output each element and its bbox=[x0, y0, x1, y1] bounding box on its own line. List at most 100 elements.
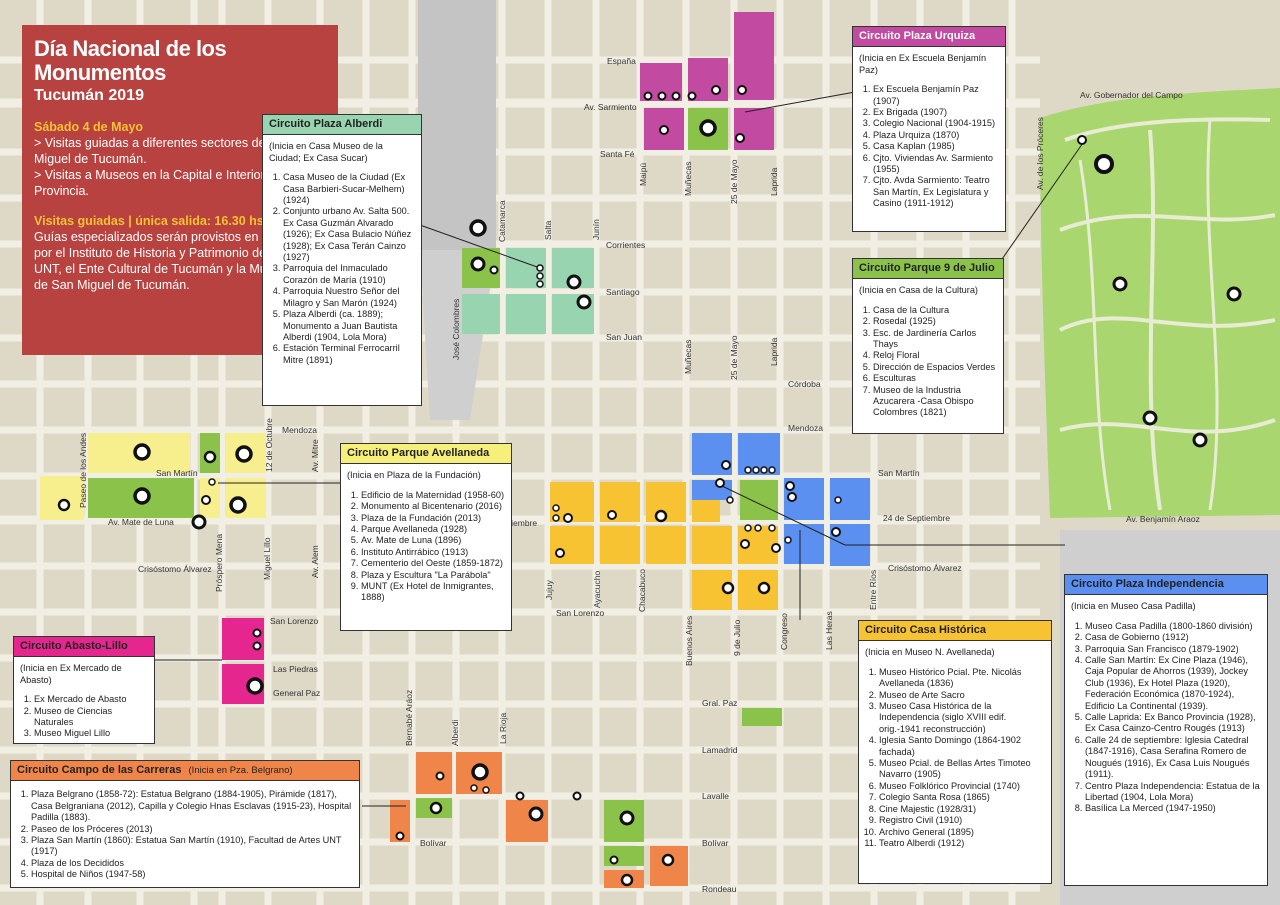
circuit-title: Circuito Casa Histórica bbox=[859, 621, 1051, 642]
circuit-list-item: Museo Casa Histórica de la Independencia… bbox=[879, 701, 1045, 735]
circuit-list-item: Ex Mercado de Abasto bbox=[34, 694, 148, 705]
circuit-list-item: Casa de Gobierno (1912) bbox=[1085, 632, 1261, 643]
street-santa-fe: Santa Fé bbox=[600, 149, 635, 159]
circuit-list-item: Basílica La Merced (1947-1950) bbox=[1085, 803, 1261, 814]
street-laprida-n: Laprida bbox=[769, 167, 779, 196]
circuit-list-item: Reloj Floral bbox=[873, 350, 997, 361]
circuit-intro: (Inicia en Casa de la Cultura) bbox=[859, 285, 978, 296]
street-congreso: Congreso bbox=[779, 613, 789, 650]
circuit-list-item: Edificio de la Maternidad (1958-60) bbox=[361, 490, 505, 501]
circuit-list-item: Casa Kaplan (1985) bbox=[873, 141, 999, 152]
circuit-list-item: Plaza de los Decididos bbox=[31, 858, 353, 869]
street-av-proceres: Av. de los Próceres bbox=[1035, 117, 1045, 190]
circuit-list-item: Calle 24 de septiembre: Iglesia Catedral… bbox=[1085, 735, 1261, 781]
circuit-list-item: Museo de Ciencias Naturales bbox=[34, 706, 148, 729]
circuit-list-item: Casa Museo de la Ciudad (Ex Casa Barbier… bbox=[283, 172, 415, 206]
circuit-list-item: Calle Laprida: Ex Banco Provincia (1928)… bbox=[1085, 712, 1261, 735]
visits-text: Guías especializados serán provistos en … bbox=[34, 230, 326, 292]
circuit-title: Circuito Plaza Urquiza bbox=[853, 27, 1005, 48]
circuit-list-item: Calle San Martín: Ex Cine Plaza (1946), … bbox=[1085, 655, 1261, 712]
street-santiago: Santiago bbox=[606, 287, 640, 297]
street-corrientes: Corrientes bbox=[606, 240, 645, 250]
circuit-list: Ex Escuela Benjamín Paz (1907)Ex Brigada… bbox=[853, 84, 1005, 215]
site-markers bbox=[57, 85, 1242, 887]
circuit-list-item: Parque Avellaneda (1928) bbox=[361, 524, 505, 535]
circuit-list-item: Plaza Belgrano (1858-72): Estatua Belgra… bbox=[31, 789, 353, 823]
circuit-list: Edificio de la Maternidad (1958-60)Monum… bbox=[341, 490, 511, 610]
street-12-octubre: 12 de Octubre bbox=[264, 418, 274, 472]
street-munecas-n: Muñecas bbox=[683, 162, 693, 197]
street-av-mitre: Av. Mitre bbox=[310, 439, 320, 472]
street-crisostomo-w: Crisóstomo Álvarez bbox=[138, 564, 212, 574]
street-gobernador-campo: Av. Gobernador del Campo bbox=[1080, 90, 1183, 100]
circuit-list: Casa de la CulturaRosedal (1925)Esc. de … bbox=[853, 305, 1003, 425]
street-las-piedras: Las Piedras bbox=[273, 664, 318, 674]
circuit-plaza-independencia: Circuito Plaza Independencia (Inicia en … bbox=[1064, 574, 1268, 886]
street-entre-rios: Entre Ríos bbox=[868, 570, 878, 610]
street-la-rioja: La Rioja bbox=[498, 713, 508, 744]
blocks-avellaneda bbox=[40, 433, 266, 520]
circuit-list: Museo Casa Padilla (1800-1860 división)C… bbox=[1065, 621, 1267, 821]
circuit-list-item: Museo Casa Padilla (1800-1860 división) bbox=[1085, 621, 1261, 632]
street-9-julio: 9 de Julio bbox=[732, 619, 742, 656]
street-buenos-aires: Buenos Aires bbox=[684, 616, 694, 666]
blocks-independencia bbox=[692, 433, 870, 566]
circuit-list-item: MUNT (Ex Hotel de Inmigrantes, 1888) bbox=[361, 581, 505, 604]
connector-lines bbox=[155, 91, 1086, 807]
bullet-visits-sectors: > Visitas guiadas a diferentes sectores … bbox=[34, 136, 292, 166]
street-prospero-mena: Próspero Mena bbox=[214, 534, 224, 592]
circuit-intro: (Inicia en Pza. Belgrano) bbox=[188, 765, 293, 776]
street-bernabe-araoz: Bernabé Aráoz bbox=[404, 690, 414, 746]
circuit-title: Circuito Plaza Independencia bbox=[1065, 575, 1267, 596]
circuit-title: Circuito Plaza Alberdi bbox=[263, 115, 421, 136]
circuit-list-item: Parroquia del Inmaculado Corazón de Marí… bbox=[283, 263, 415, 286]
circuit-casa-historica: Circuito Casa Histórica (Inicia en Museo… bbox=[858, 620, 1052, 884]
circuit-list-item: Plaza San Martín (1860): Estatua San Mar… bbox=[31, 835, 353, 858]
circuit-list-item: Museo Pcial. de Bellas Artes Timoteo Nav… bbox=[879, 758, 1045, 781]
circuit-list-item: Registro Civil (1910) bbox=[879, 815, 1045, 826]
circuit-parque-avellaneda: Circuito Parque Avellaneda (Inicia en Pl… bbox=[340, 443, 512, 631]
circuit-list-item: Plaza de la Fundación (2013) bbox=[361, 513, 505, 524]
circuit-list-item: Parroquia Nuestro Señor del Milagro y Sa… bbox=[283, 286, 415, 309]
street-crisostomo-e: Crisóstomo Álvarez bbox=[888, 563, 962, 573]
circuit-list-item: Cjto. Avda Sarmiento: Teatro San Martín,… bbox=[873, 175, 999, 209]
circuit-list-item: Plaza Urquiza (1870) bbox=[873, 130, 999, 141]
circuit-list: Museo Histórico Pcial. Pte. Nicolás Avel… bbox=[859, 667, 1051, 856]
circuit-list-item: Av. Mate de Luna (1896) bbox=[361, 535, 505, 546]
street-jujuy: Jujuy bbox=[544, 579, 554, 600]
street-gral-paz-e: Gral. Paz bbox=[702, 698, 737, 708]
street-25-mayo-n: 25 de Mayo bbox=[729, 159, 739, 204]
circuit-intro: (Inicia en Plaza de la Fundación) bbox=[347, 470, 481, 481]
circuit-title: Circuito Parque 9 de Julio bbox=[853, 259, 1003, 280]
visits-heading: Visitas guiadas | única salida: 16.30 hs… bbox=[34, 214, 268, 228]
circuit-list-item: Hospital de Niños (1947-58) bbox=[31, 869, 353, 880]
circuit-title: Circuito Abasto-Lillo bbox=[14, 637, 154, 658]
circuit-parque-9-julio: Circuito Parque 9 de Julio (Inicia en Ca… bbox=[852, 258, 1004, 434]
circuit-list-item: Conjunto urbano Av. Salta 500. Ex Casa G… bbox=[283, 206, 415, 263]
circuit-list-item: Casa de la Cultura bbox=[873, 305, 997, 316]
circuit-list-item: Dirección de Espacios Verdes bbox=[873, 362, 997, 373]
street-san-martin-e: San Martín bbox=[878, 468, 920, 478]
circuit-list-item: Teatro Alberdi (1912) bbox=[879, 838, 1045, 849]
circuit-intro: (Inicia en Casa Museo de la Ciudad; Ex C… bbox=[269, 141, 383, 163]
circuit-list-item: Colegio Santa Rosa (1865) bbox=[879, 792, 1045, 803]
blocks-urquiza bbox=[640, 12, 774, 150]
circuit-list-item: Rosedal (1925) bbox=[873, 316, 997, 327]
railway bbox=[418, 0, 496, 420]
street-miguel-lillo: Miguel Lillo bbox=[262, 537, 272, 580]
street-espana: España bbox=[607, 56, 636, 66]
circuit-campo-carreras: Circuito Campo de las Carreras (Inicia e… bbox=[10, 760, 360, 888]
circuit-list-item: Museo Folklórico Provincial (1740) bbox=[879, 781, 1045, 792]
street-san-martin-w: San Martín bbox=[156, 468, 198, 478]
circuit-list-item: Plaza Alberdi (ca. 1889); Monumento a Ju… bbox=[283, 309, 415, 343]
street-lavalle: Lavalle bbox=[702, 791, 729, 801]
circuit-list: Ex Mercado de AbastoMuseo de Ciencias Na… bbox=[14, 694, 154, 746]
circuit-list-item: Museo Miguel Lillo bbox=[34, 728, 148, 739]
circuit-plaza-alberdi: Circuito Plaza Alberdi (Inicia en Casa M… bbox=[262, 114, 422, 406]
street-av-alem: Av. Alem bbox=[310, 545, 320, 578]
circuit-intro: (Inicia en Museo Casa Padilla) bbox=[1071, 601, 1196, 612]
street-general-paz-w: General Paz bbox=[273, 688, 320, 698]
circuit-list: Casa Museo de la Ciudad (Ex Casa Barbier… bbox=[263, 172, 421, 372]
street-septiembre-e: 24 de Septiembre bbox=[883, 513, 950, 523]
street-25-mayo-c: 25 de Mayo bbox=[729, 335, 739, 380]
